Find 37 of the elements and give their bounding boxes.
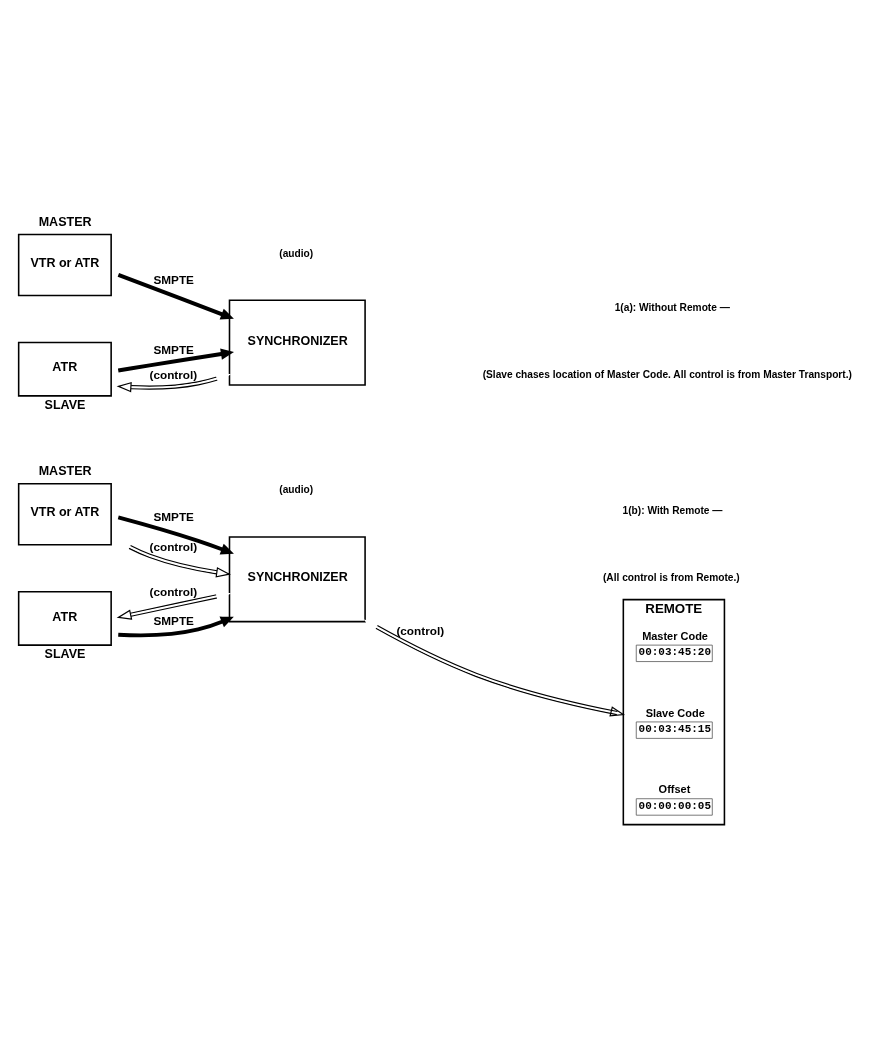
node-label: MASTER <box>38 214 92 229</box>
node-label: SLAVE <box>44 398 86 413</box>
arrow <box>117 348 234 373</box>
node-box: ATR <box>17 341 112 397</box>
edge-label: (control) <box>149 540 198 554</box>
node-box: 00:03:45:20 <box>635 644 713 662</box>
node-label: MASTER <box>38 463 92 478</box>
arrow <box>118 616 234 638</box>
node-box: ATR <box>17 591 112 646</box>
label: 1(a): Without Remote — <box>614 301 730 313</box>
node-box: SYNCHRONIZER <box>228 299 366 386</box>
edge-label: (control) <box>396 623 445 637</box>
edge-label: SMPTE <box>153 342 194 356</box>
edge-label: SMPTE <box>153 510 194 524</box>
arrow <box>363 619 626 717</box>
edge-label: SMPTE <box>153 613 194 627</box>
node-label: SLAVE <box>44 647 86 662</box>
edge-label: (control) <box>149 584 198 598</box>
node-box: VTR or ATR <box>17 482 112 546</box>
node-label: Master Code <box>642 629 708 642</box>
arrow <box>117 515 234 555</box>
label: (audio) <box>279 247 314 259</box>
arrow <box>117 273 234 320</box>
label: (audio) <box>279 483 314 495</box>
node-label: Slave Code <box>645 706 705 719</box>
node-box: 00:03:45:15 <box>635 721 713 739</box>
node-label: Offset <box>658 783 691 796</box>
node-box: SYNCHRONIZER <box>228 536 366 623</box>
node-box: VTR or ATR <box>17 233 112 297</box>
arrow <box>116 373 232 393</box>
node-box: 00:00:00:05 <box>635 798 713 816</box>
arrow <box>116 591 232 620</box>
edge-label: (control) <box>149 367 198 381</box>
label: (All control is from Remote.) <box>602 572 740 584</box>
label: 1(b): With Remote — <box>622 504 723 516</box>
label: (Slave chases location of Master Code. All control is from Master Transport.) <box>482 369 852 381</box>
edge-label: SMPTE <box>153 272 194 286</box>
